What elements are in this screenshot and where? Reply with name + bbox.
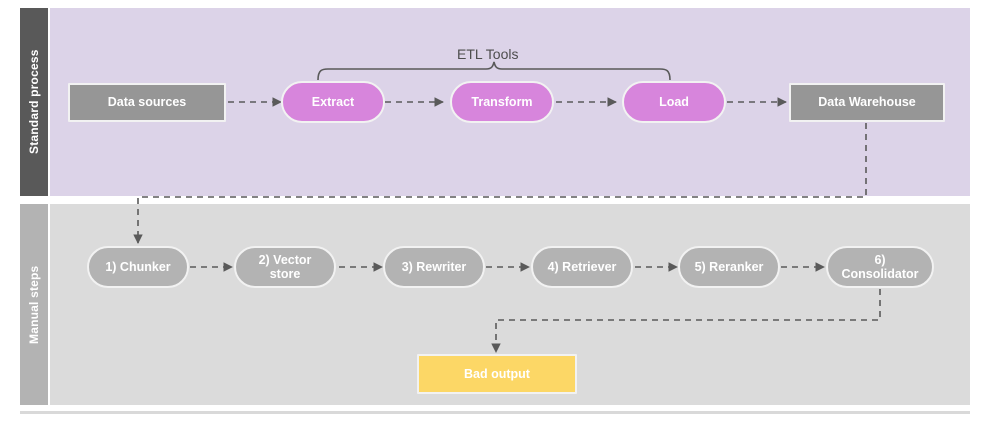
node-extract[interactable]: Extract	[281, 81, 385, 123]
node-reranker[interactable]: 5) Reranker	[678, 246, 780, 288]
node-load[interactable]: Load	[622, 81, 726, 123]
lane-label-standard-process: Standard process	[20, 8, 48, 196]
node-retriever[interactable]: 4) Retriever	[531, 246, 633, 288]
etl-tools-label: ETL Tools	[457, 46, 519, 62]
node-data-warehouse[interactable]: Data Warehouse	[789, 83, 945, 122]
lane-label-manual-steps: Manual steps	[20, 204, 48, 405]
node-consolidator[interactable]: 6)Consolidator	[826, 246, 934, 288]
node-data-sources[interactable]: Data sources	[68, 83, 226, 122]
node-bad-output[interactable]: Bad output	[417, 354, 577, 394]
node-rewriter[interactable]: 3) Rewriter	[383, 246, 485, 288]
node-chunker[interactable]: 1) Chunker	[87, 246, 189, 288]
bottom-divider-rule	[20, 411, 970, 414]
node-transform[interactable]: Transform	[450, 81, 554, 123]
